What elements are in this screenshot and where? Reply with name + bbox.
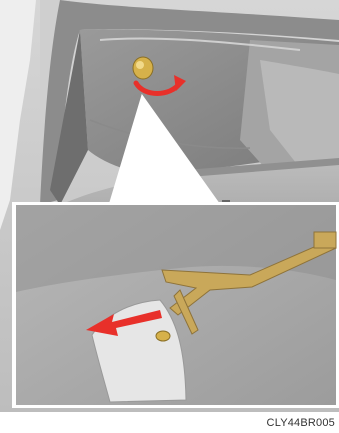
- left-arrow-icon: [84, 302, 164, 342]
- inset-detail-panel: [0, 0, 339, 412]
- figure-code: CLY44BR005: [267, 417, 335, 429]
